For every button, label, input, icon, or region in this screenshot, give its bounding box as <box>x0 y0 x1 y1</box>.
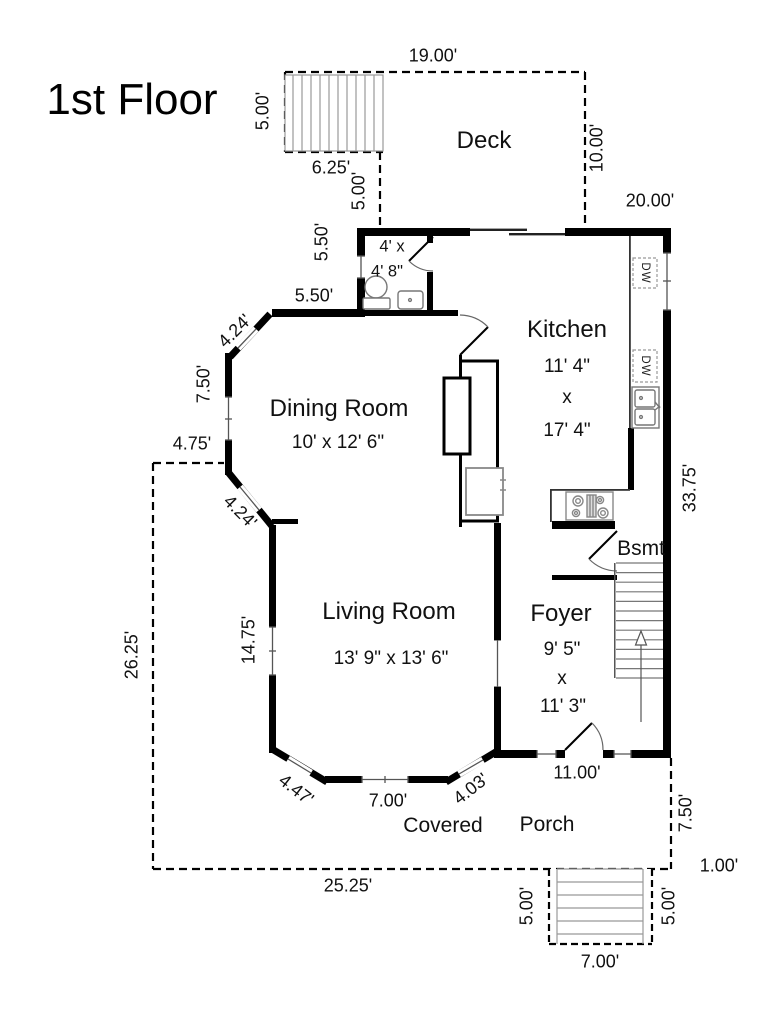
dim-dining-bay-offset: 4.75' <box>172 433 212 454</box>
dim-powder-wall-width: 5.50' <box>294 285 334 306</box>
dim-porch-overhang: 1.00' <box>699 855 739 876</box>
dishwasher-1 <box>632 257 658 289</box>
powder-room-dim1: 4' x <box>379 237 405 256</box>
porch-label-covered: Covered <box>403 814 483 837</box>
dishwasher1-label: DW <box>639 262 651 284</box>
refrigerator <box>465 467 506 516</box>
dining-room-dims: 10' x 12' 6" <box>291 432 385 453</box>
dining-room-label: Dining Room <box>269 395 409 422</box>
dim-foyer-front-width: 11.00' <box>553 762 601 783</box>
dim-living-side: 14.75' <box>238 615 259 665</box>
dishwasher2-label: DW <box>639 355 651 377</box>
porch-label-porch: Porch <box>519 813 575 836</box>
porch-steps <box>547 868 654 946</box>
dim-powder-wall-height: 5.50' <box>311 222 332 262</box>
dim-deck-stair-depth: 5.00' <box>252 91 273 131</box>
dim-porch-right-height: 7.50' <box>675 793 696 833</box>
stairs-direction-arrow <box>634 629 648 722</box>
dim-steps-depth-right: 5.00' <box>658 886 679 926</box>
dim-porch-left-height: 26.25' <box>121 630 142 680</box>
basement-door <box>588 530 618 572</box>
dim-deck-stair-width: 6.25' <box>311 157 351 178</box>
deck-label: Deck <box>456 127 512 154</box>
page-title: 1st Floor <box>46 75 218 124</box>
basement-stairs-label: Bsmt <box>617 537 665 560</box>
powder-room-dim2: 4' 8" <box>371 262 403 281</box>
dim-steps-width: 7.00' <box>580 951 620 972</box>
dim-deck-depth: 10.00' <box>586 123 607 173</box>
foyer-dim1: 9' 5" <box>543 639 581 660</box>
windows <box>225 228 671 783</box>
stove <box>565 491 614 521</box>
dim-house-top-width: 20.00' <box>625 190 675 211</box>
toilet <box>362 275 391 310</box>
front-door <box>564 722 604 751</box>
kitchen-door <box>459 314 489 356</box>
foyer-dim2: 11' 3" <box>540 696 586 717</box>
living-room-label: Living Room <box>322 598 456 625</box>
stairs-up <box>614 562 663 722</box>
kitchen-sink <box>631 386 661 429</box>
dim-steps-depth-left: 5.00' <box>516 886 537 926</box>
living-room-dims: 13' 9" x 13' 6" <box>333 648 449 669</box>
foyer-dim-sep: x <box>557 668 567 689</box>
kitchen-dim1: 11' 4" <box>544 356 590 377</box>
kitchen-dim-sep: x <box>562 387 572 408</box>
foyer-label: Foyer <box>530 600 592 627</box>
dim-dining-bay-side: 7.50' <box>193 364 214 404</box>
kitchen-counter <box>550 236 631 522</box>
powder-room-door <box>408 236 434 272</box>
dim-deck-width: 19.00' <box>408 45 458 66</box>
dim-house-right-height: 33.75' <box>679 463 700 513</box>
kitchen-dim2: 17' 4" <box>543 420 591 441</box>
dim-porch-bottom-width: 25.25' <box>323 875 373 896</box>
dishwasher-2 <box>632 349 658 383</box>
deck-stairs <box>284 74 384 152</box>
kitchen-label: Kitchen <box>526 316 608 343</box>
dim-living-bay-front: 7.00' <box>368 790 408 811</box>
powder-sink <box>397 290 424 310</box>
dim-deck-inset: 5.00' <box>348 171 369 211</box>
sliding-door <box>470 228 565 236</box>
